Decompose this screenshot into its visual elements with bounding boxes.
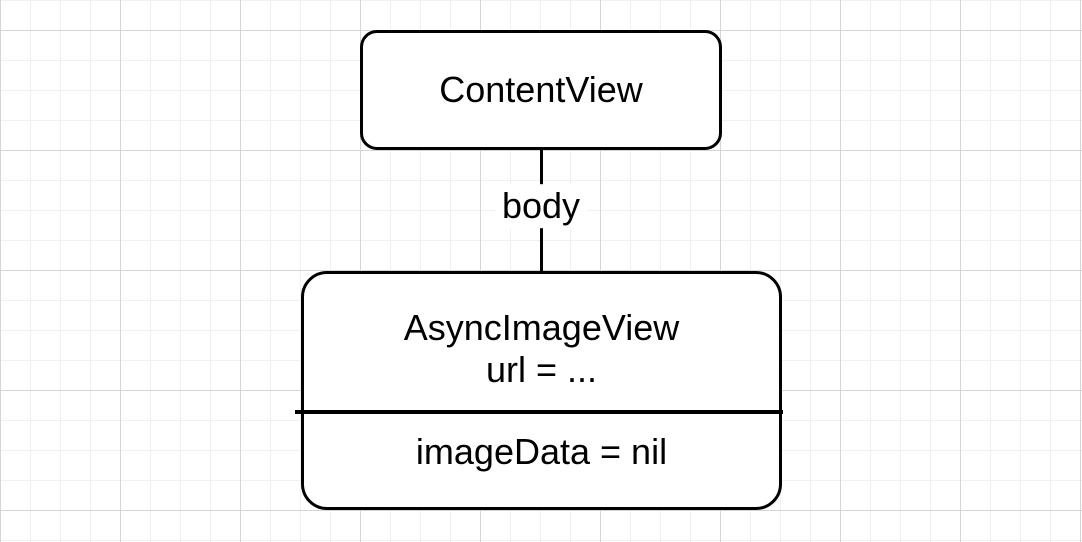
node-contentview-title: ContentView <box>439 69 643 110</box>
node-asyncimageview-property: url = ... <box>485 348 598 390</box>
node-asyncimageview-state: imageData = nil <box>415 431 668 472</box>
node-asyncimageview-state-compartment: imageData = nil <box>304 411 779 507</box>
node-asyncimageview-title: AsyncImageView <box>403 307 680 349</box>
edge-body-label: body <box>494 184 588 228</box>
node-asyncimageview-header: AsyncImageView url = ... <box>304 274 779 411</box>
node-asyncimageview: AsyncImageView url = ... imageData = nil <box>301 271 782 510</box>
node-contentview: ContentView <box>360 30 722 150</box>
node-asyncimageview-divider <box>295 410 783 414</box>
